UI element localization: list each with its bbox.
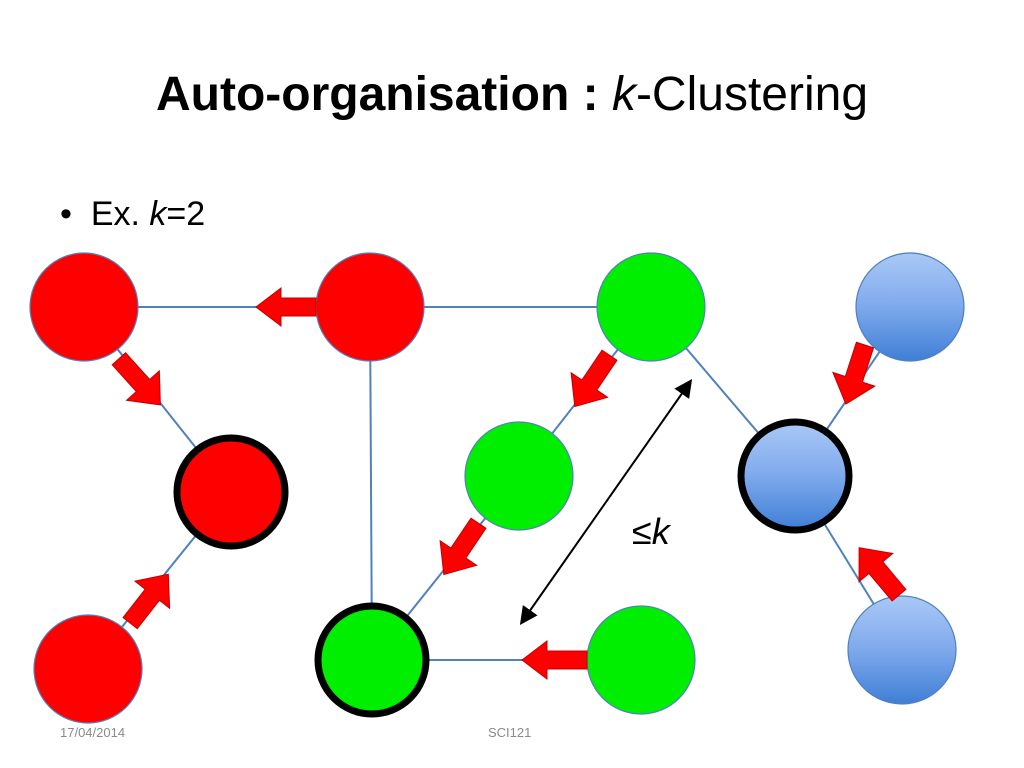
arrow-down-right <box>111 352 161 406</box>
arrow-left <box>521 639 588 681</box>
red-cluster <box>29 252 425 724</box>
node-red <box>29 252 139 362</box>
node-green <box>596 252 706 362</box>
bullet-rest: =2 <box>166 195 206 233</box>
arrow-left <box>255 286 317 328</box>
footer-date: 17/04/2014 <box>60 725 126 740</box>
title-k: k <box>611 68 636 121</box>
clusterhead-green <box>314 602 430 718</box>
clusterhead-red <box>173 434 289 550</box>
node-red <box>315 252 425 362</box>
blue-cluster <box>737 252 965 705</box>
edge <box>369 306 373 661</box>
distance-label: ≤k <box>632 511 672 552</box>
arrow-down-left <box>439 517 487 576</box>
distance-leq: ≤ <box>632 511 652 552</box>
node-blue <box>855 252 965 362</box>
node-blue <box>847 595 957 705</box>
arrow-down-left <box>570 349 618 408</box>
arrow-up-right <box>122 573 171 630</box>
distance-arrow <box>519 379 693 625</box>
arrow-up-left <box>858 547 907 602</box>
clusterhead-blue <box>737 418 853 534</box>
direction-arrows <box>111 286 907 681</box>
node-green <box>586 605 696 715</box>
bullet-mark: • <box>60 195 72 233</box>
title-rest: -Clustering <box>635 68 869 121</box>
arrow-down <box>832 341 876 405</box>
bullet-prefix: Ex. <box>90 195 140 233</box>
distance-k: k <box>652 511 672 552</box>
title-bold: Auto-organisation : <box>155 68 599 121</box>
slide-title: Auto-organisation : k-Clustering <box>0 62 1024 128</box>
node-green <box>464 421 574 531</box>
node-red <box>33 614 143 724</box>
bullet-k: k <box>149 195 167 233</box>
footer-course-code: SCI121 <box>488 725 532 740</box>
bullet-example: • Ex. k=2 <box>60 190 205 238</box>
